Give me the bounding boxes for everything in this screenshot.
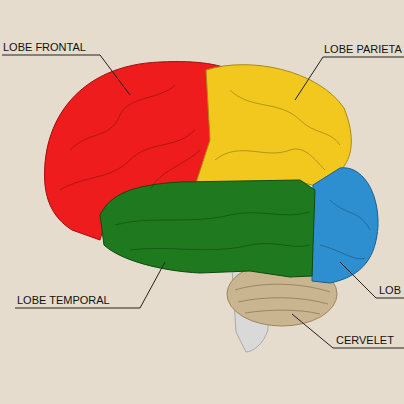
part-label: LOB <box>379 284 401 297</box>
part-label: CERVELET <box>336 334 394 347</box>
cerebellum-folds <box>235 284 330 314</box>
part-label: LOBE TEMPORAL <box>17 294 110 307</box>
parietal-lobe <box>195 65 351 186</box>
leader-lines <box>2 55 404 348</box>
gyri-lines <box>60 85 370 259</box>
part-label: LOBE PARIETA <box>324 43 402 56</box>
occipital-lobe <box>312 168 378 283</box>
temporal-lobe <box>100 180 315 277</box>
part-label: LOBE FRONTAL <box>3 41 86 54</box>
